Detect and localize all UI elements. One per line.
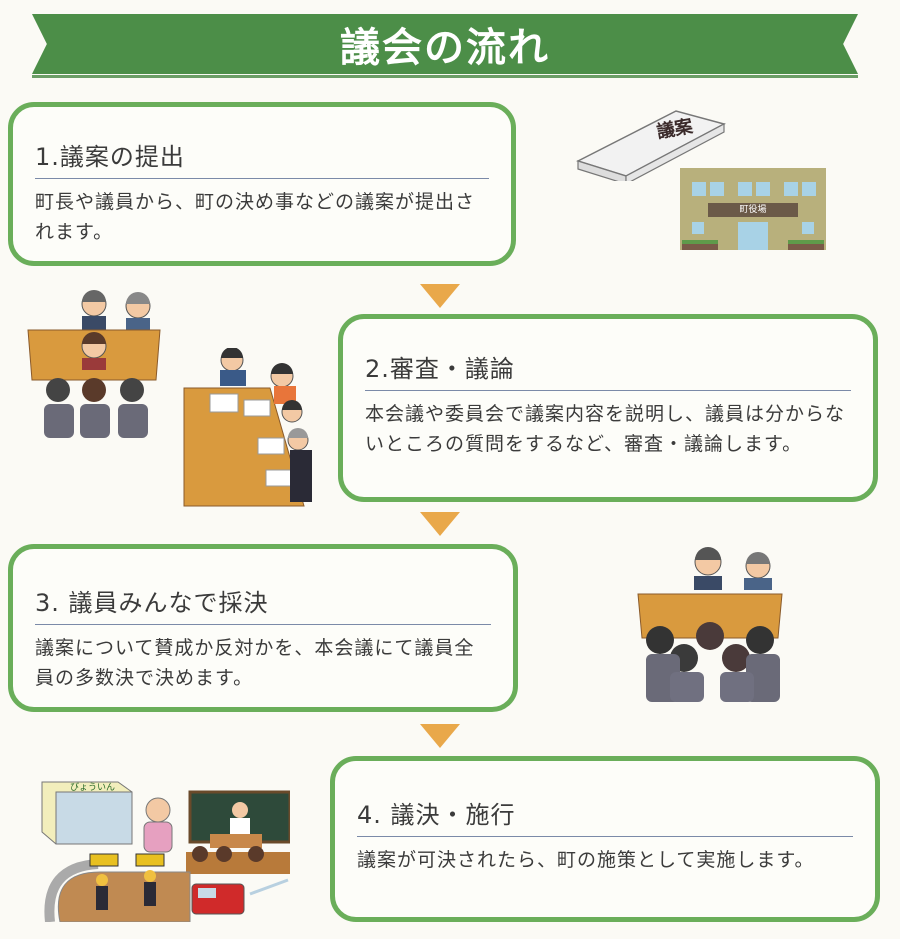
step-1-title: 1.議案の提出 (35, 137, 489, 179)
step-4-box: 4. 議決・施行 議案が可決されたら、町の施策として実施します。 (330, 756, 880, 922)
step-3-body: 議案について賛成か反対かを、本会議にて議員全員の多数決で決めます。 (35, 637, 475, 689)
town-services-icon: びょういん (40, 772, 292, 923)
step-2-title: 2.審査・議論 (365, 349, 851, 391)
svg-text:びょういん: びょういん (70, 782, 115, 793)
step-3-box: 3. 議員みんなで採決 議案について賛成か反対かを、本会議にて議員全員の多数決で… (8, 544, 518, 712)
header-banner: 議会の流れ (32, 14, 858, 74)
banner-underline (32, 75, 858, 78)
town-hall-sign: 町役場 (708, 203, 798, 217)
step-4-title: 4. 議決・施行 (357, 795, 853, 837)
step-1-body: 町長や議員から、町の決め事などの議案が提出されます。 (35, 191, 476, 243)
flow-arrow-1 (420, 284, 460, 308)
step-1-box: 1.議案の提出 町長や議員から、町の決め事などの議案が提出されます。 (8, 102, 516, 266)
flow-arrow-2 (420, 512, 460, 536)
page-title: 議会の流れ (340, 25, 550, 71)
assembly-meeting-icon (24, 290, 164, 440)
vote-meeting-icon (632, 546, 788, 704)
town-hall-icon: 町役場 (680, 168, 826, 250)
step-4-body: 議案が可決されたら、町の施策として実施します。 (357, 849, 815, 871)
committee-table-icon (180, 347, 320, 508)
flow-arrow-3 (420, 724, 460, 748)
step-3-title: 3. 議員みんなで採決 (35, 583, 491, 625)
step-2-body: 本会議や委員会で議案内容を説明し、議員は分からないところの質問をするなど、審査・… (365, 403, 846, 455)
bill-document-icon: 議案 (576, 106, 727, 185)
step-2-box: 2.審査・議論 本会議や委員会で議案内容を説明し、議員は分からないところの質問を… (338, 314, 878, 502)
